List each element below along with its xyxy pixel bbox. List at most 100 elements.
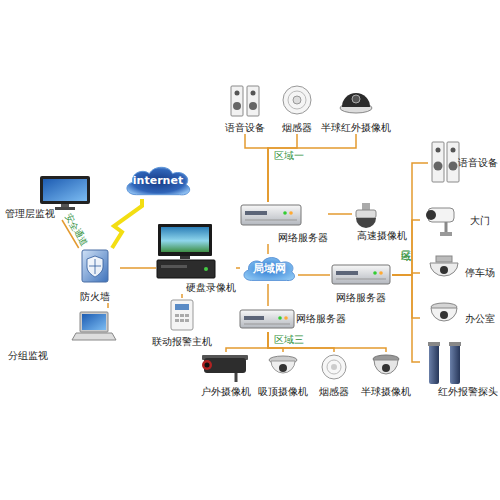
label-group: 语音设备: [214, 122, 276, 134]
label-group: 烟感器: [303, 386, 365, 398]
device-label: 分组监视: [8, 350, 48, 362]
label-group: 停车场: [465, 267, 495, 279]
dome-camera: 半球红外摄像机: [320, 84, 392, 134]
dome-camera-icon-part: [382, 364, 390, 372]
dome-camera-icon-part: [269, 356, 297, 364]
server-icon-part: [241, 205, 301, 225]
firewall-icon-part: [89, 259, 101, 274]
bullet-camera-icon-part: [205, 363, 210, 368]
dome-camera-icon-part: [342, 93, 370, 107]
label-group: 办公室: [465, 313, 495, 325]
speaker-icon: [231, 86, 259, 116]
region-label: 区域一: [274, 150, 304, 162]
device-label: 半球摄像机: [348, 386, 424, 398]
dome-camera: 办公室: [420, 298, 495, 340]
network-connector: [392, 163, 428, 275]
network-connector: [120, 267, 156, 269]
smoke-detector-icon-part: [327, 360, 341, 374]
bullet-camera-icon-part: [445, 222, 448, 232]
server-icon: [240, 310, 294, 328]
bullet-camera: 大门: [420, 200, 490, 242]
infrared-probe: 红外报警探头: [420, 342, 498, 398]
cloud-label: internet: [133, 175, 183, 187]
dome-camera-icon: [373, 355, 399, 374]
device-label: 红外报警探头: [438, 386, 498, 398]
bullet-camera-icon-part: [202, 360, 212, 370]
region-label: 区域三: [274, 334, 304, 346]
firewall-icon-part: [82, 250, 108, 282]
dome-camera: 停车场: [420, 252, 495, 294]
server-icon-part: [284, 316, 288, 320]
server-icon-part: [283, 211, 287, 215]
speed-dome-camera: 高速摄像机: [352, 202, 412, 242]
speaker-icon-part: [447, 142, 459, 182]
bullet-camera: 户外摄像机: [198, 352, 254, 398]
alarm-host: 联动报警主机: [150, 298, 214, 348]
dome-camera-icon-part: [440, 266, 448, 274]
device-label: 网络服务器: [320, 292, 402, 304]
dvr-icon-part: [161, 265, 187, 268]
speaker-icon-part: [235, 91, 240, 96]
network-connector: [107, 303, 109, 308]
speaker-icon-part: [451, 148, 456, 153]
device-label: 语音设备: [458, 157, 498, 169]
alarm-host-icon-part: [185, 314, 189, 317]
dvr-icon-part: [204, 267, 208, 271]
infrared-probe-icon: [428, 342, 461, 384]
server-icon: [241, 205, 301, 225]
smoke-detector: 烟感器: [280, 84, 314, 134]
device-label: 网络服务器: [278, 232, 328, 244]
monitor-icon-part: [55, 207, 75, 210]
network-connector: [268, 332, 386, 352]
dome-camera-icon-part: [431, 308, 457, 321]
firewall: 防火墙: [70, 248, 120, 303]
server-icon-part: [245, 220, 297, 221]
device-label: 语音设备: [214, 122, 276, 134]
network-connector: [267, 244, 269, 254]
monitor-icon-part: [61, 204, 69, 208]
monitor-icon: [40, 176, 90, 210]
label-group: internet: [122, 163, 194, 199]
server-icon-part: [373, 271, 377, 275]
device-label: 烟感器: [303, 386, 365, 398]
label-group: 红外报警探头: [438, 386, 498, 398]
alarm-host-icon-part: [185, 319, 189, 322]
bullet-camera-icon-part: [204, 358, 246, 373]
network-connector: [392, 220, 420, 275]
server-icon-part: [244, 316, 264, 320]
label-group: 吸顶摄像机: [246, 386, 320, 398]
server-icon-part: [244, 324, 290, 325]
alarm-host-icon: [171, 300, 193, 330]
dome-camera-icon-part: [271, 361, 295, 373]
speaker-icon-part: [233, 102, 241, 110]
cloud-label: 局域网: [253, 263, 286, 275]
network-connector: [392, 275, 420, 362]
label-group: 半球红外摄像机: [310, 122, 402, 134]
network-connector: [268, 134, 297, 202]
smoke-detector-icon: [283, 86, 311, 114]
device-label: 联动报警主机: [140, 336, 224, 348]
monitor-icon-part: [43, 179, 87, 201]
speaker-icon-part: [434, 162, 443, 171]
speaker-icon-part: [432, 142, 444, 182]
label-group: 语音设备: [458, 157, 498, 169]
smoke-detector: 烟感器: [313, 352, 355, 398]
wireless-link: [112, 199, 142, 248]
label-group: 网络服务器: [296, 313, 346, 325]
server-icon-part: [336, 279, 386, 280]
bullet-camera-icon-part: [202, 355, 248, 360]
bullet-camera-icon-part: [428, 208, 454, 222]
laptop-icon-part: [72, 333, 116, 340]
network-connector: [181, 294, 183, 298]
speaker-icon-part: [247, 86, 259, 116]
alarm-host-icon-part: [175, 304, 189, 310]
laptop-icon-part: [82, 314, 106, 330]
network-server: 网络服务器: [238, 202, 328, 244]
alarm-host-icon-part: [175, 319, 179, 322]
label-group: 分组监视: [8, 350, 48, 362]
dome-camera-icon-part: [373, 355, 399, 363]
laptop-icon: [72, 312, 116, 340]
alarm-host-icon-part: [180, 319, 184, 322]
